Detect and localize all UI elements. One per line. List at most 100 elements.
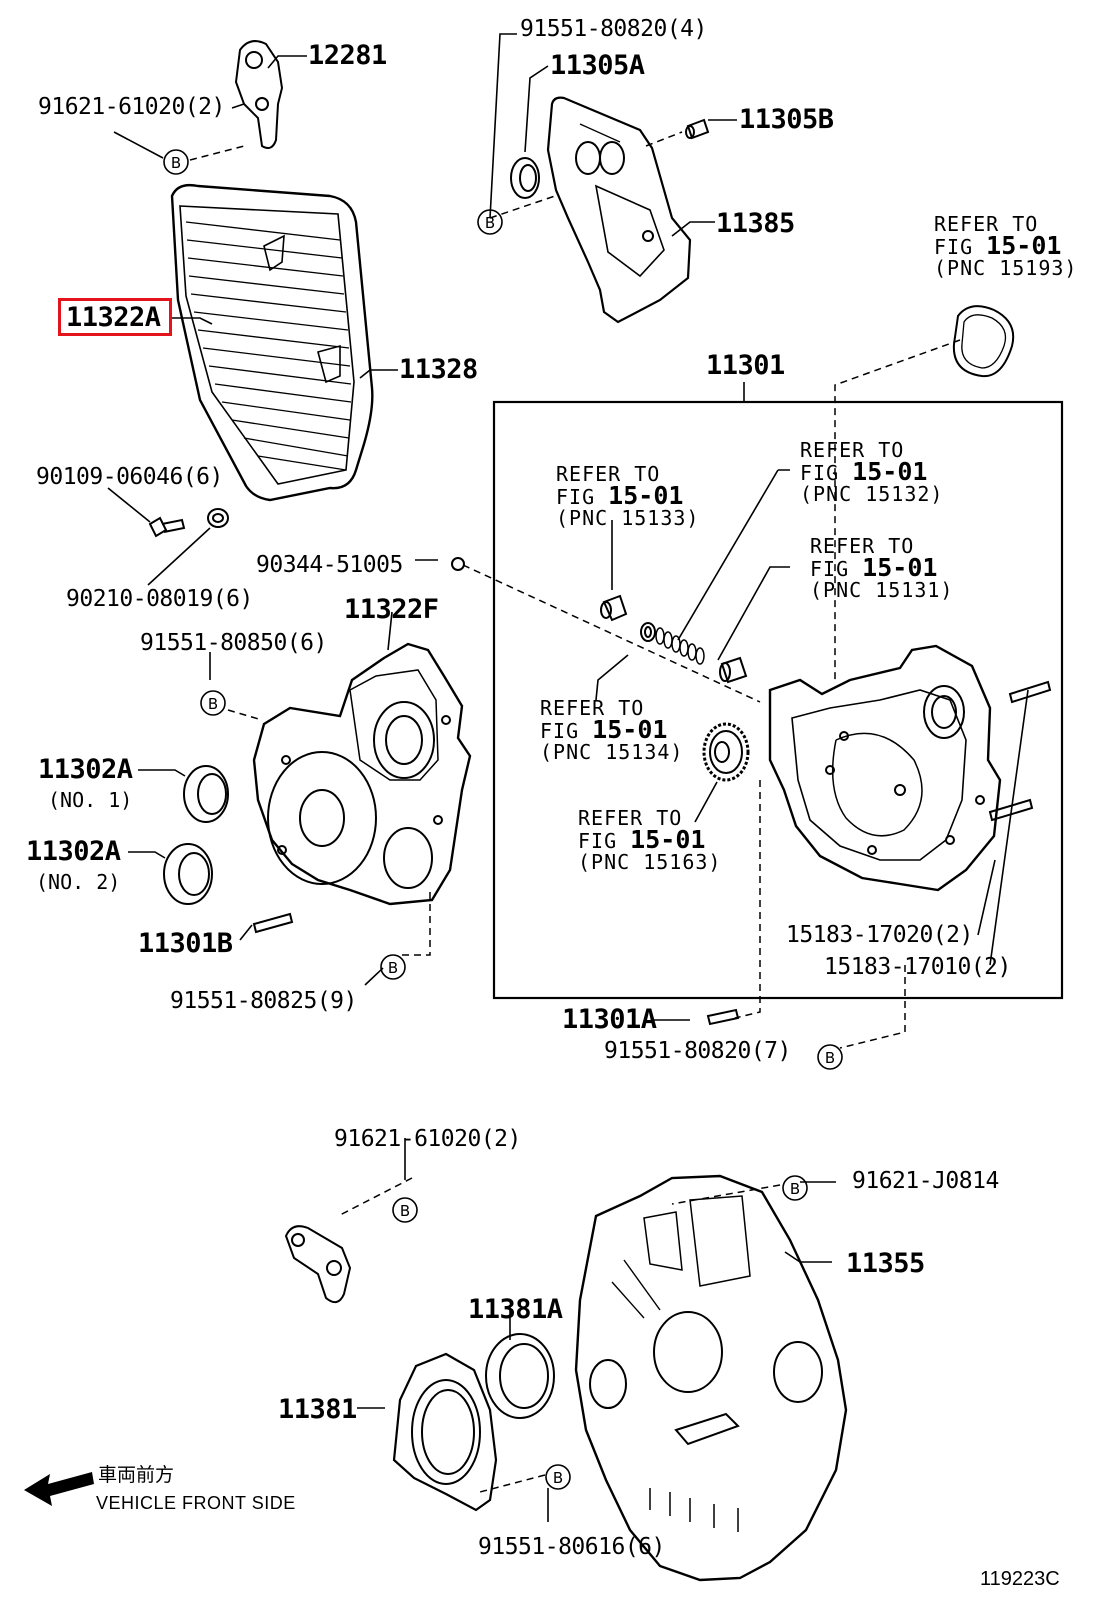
- refer-15133[interactable]: REFER TO FIG 15-01 (PNC 15133): [556, 464, 699, 529]
- refer-fig-number: 15-01: [592, 715, 668, 744]
- label-91551-80825[interactable]: 91551-80825(9): [170, 988, 357, 1014]
- refer-line2: FIG 15-01: [578, 827, 721, 852]
- b-markers: [163, 149, 843, 1490]
- label-91551-80850[interactable]: 91551-80850(6): [140, 630, 327, 656]
- refer-fig-number: 15-01: [608, 481, 684, 510]
- b-marker-letter: B: [825, 1049, 835, 1067]
- b-marker: [200, 690, 226, 716]
- refer-pnc: (PNC 15133): [556, 506, 700, 530]
- label-11322F[interactable]: 11322F: [344, 594, 439, 625]
- label-91621-61020-bottom[interactable]: 91621-61020(2): [334, 1126, 521, 1152]
- b-marker: [817, 1044, 843, 1070]
- refer-line2: FIG 15-01: [810, 555, 953, 581]
- refer-15193[interactable]: REFER TO FIG 15-01 (PNC 15193): [934, 214, 1077, 279]
- label-90109-06046[interactable]: 90109-06046(6): [36, 464, 223, 490]
- label-11381A[interactable]: 11381A: [468, 1294, 563, 1325]
- housing-11301: [768, 644, 1002, 892]
- stud-15183-17010: [1008, 680, 1052, 704]
- label-11302A-no2-sub: (NO. 2): [36, 870, 121, 894]
- gear-15163: [702, 722, 750, 782]
- seal-11381A: [485, 1333, 555, 1419]
- label-11302A-no1[interactable]: 11302A: [38, 754, 133, 785]
- label-11305B[interactable]: 11305B: [739, 104, 834, 135]
- seal-11305A: [510, 157, 540, 199]
- plug-90344: [451, 557, 465, 571]
- pin-11301B: [252, 912, 294, 934]
- refer-line2: FIG 15-01: [934, 233, 1077, 259]
- label-11301A[interactable]: 11301A: [562, 1004, 657, 1035]
- vehicle-front-label-en: VEHICLE FRONT SIDE: [96, 1493, 296, 1513]
- refer-line1: REFER TO: [556, 462, 661, 486]
- b-marker: [477, 209, 503, 235]
- catalog-id: 119223C: [980, 1568, 1060, 1590]
- refer-line1: REFER TO: [578, 806, 683, 830]
- refer-pnc: (PNC 15131): [810, 578, 954, 602]
- refer-line1: REFER TO: [934, 212, 1039, 236]
- label-15183-17010[interactable]: 15183-17010(2): [824, 954, 1011, 980]
- refer-line1: REFER TO: [800, 438, 905, 462]
- b-marker-letter: B: [208, 695, 218, 713]
- label-91621-61020-top[interactable]: 91621-61020(2): [38, 94, 225, 120]
- label-11305A[interactable]: 11305A: [550, 50, 645, 81]
- assembly-box-11301: [492, 400, 1064, 1000]
- label-11302A-no2[interactable]: 11302A: [26, 836, 121, 867]
- label-15183-17020[interactable]: 15183-17020(2): [786, 922, 973, 948]
- valve-15131: [719, 656, 748, 684]
- seal-11302A-no2: [163, 843, 213, 905]
- refer-fig: FIG: [934, 235, 974, 259]
- refer-15163[interactable]: REFER TO FIG 15-01 (PNC 15163): [578, 808, 721, 873]
- bracket-bottom: [284, 1225, 352, 1304]
- plug-15133: [600, 594, 628, 622]
- refer-15131[interactable]: REFER TO FIG 15-01 (PNC 15131): [810, 536, 953, 601]
- refer-fig-number: 15-01: [986, 231, 1062, 260]
- label-90344-51005[interactable]: 90344-51005: [256, 552, 403, 578]
- label-91621-J0814[interactable]: 91621-J0814: [852, 1168, 999, 1194]
- refer-fig-number: 15-01: [852, 457, 928, 486]
- leader-lines: [107, 33, 1029, 1522]
- b-marker: [782, 1175, 808, 1201]
- b-marker-letter: B: [400, 1202, 410, 1220]
- b-marker: [163, 149, 189, 175]
- label-91551-80820-7[interactable]: 91551-80820(7): [604, 1038, 791, 1064]
- refer-line1: REFER TO: [810, 534, 915, 558]
- bolt-90109: [148, 516, 186, 538]
- label-11355[interactable]: 11355: [846, 1248, 925, 1279]
- refer-line1: REFER TO: [540, 696, 645, 720]
- label-11301B[interactable]: 11301B: [138, 928, 233, 959]
- b-marker: [545, 1464, 571, 1490]
- label-12281[interactable]: 12281: [308, 40, 387, 71]
- vehicle-front-arrow: [24, 1472, 94, 1506]
- spring-15132: [655, 627, 705, 665]
- stud-15183-17020: [988, 798, 1034, 822]
- refer-15134[interactable]: REFER TO FIG 15-01 (PNC 15134): [540, 698, 683, 763]
- label-11322A[interactable]: 11322A: [66, 302, 161, 333]
- label-11385[interactable]: 11385: [716, 208, 795, 239]
- plate-11385: [546, 96, 692, 324]
- grommet-90210: [207, 508, 229, 528]
- refer-pnc: (PNC 15193): [934, 256, 1078, 280]
- refer-pnc: (PNC 15163): [578, 850, 722, 874]
- label-11301[interactable]: 11301: [706, 350, 785, 381]
- refer-pnc: (PNC 15132): [800, 482, 944, 506]
- label-11328[interactable]: 11328: [399, 354, 478, 385]
- b-marker-letter: B: [171, 154, 181, 172]
- end-plate-11355: [574, 1174, 848, 1582]
- b-marker: [380, 954, 406, 980]
- refer-fig: FIG: [810, 557, 850, 581]
- label-90210-08019[interactable]: 90210-08019(6): [66, 586, 253, 612]
- refer-pnc: (PNC 15134): [540, 740, 684, 764]
- refer-fig: FIG: [540, 719, 580, 743]
- label-91551-80616[interactable]: 91551-80616(6): [478, 1534, 665, 1560]
- label-11381[interactable]: 11381: [278, 1394, 357, 1425]
- retainer-11381: [392, 1352, 498, 1512]
- bracket-12281: [234, 40, 284, 149]
- b-marker-letter: B: [388, 959, 398, 977]
- refer-15132[interactable]: REFER TO FIG 15-01 (PNC 15132): [800, 440, 943, 505]
- timing-cover-11322A: [170, 183, 374, 502]
- label-91551-80820-4[interactable]: 91551-80820(4): [520, 16, 707, 42]
- label-11302A-no1-sub: (NO. 1): [48, 788, 133, 812]
- refer-line2: FIG 15-01: [556, 483, 699, 509]
- refer-fig: FIG: [556, 485, 596, 509]
